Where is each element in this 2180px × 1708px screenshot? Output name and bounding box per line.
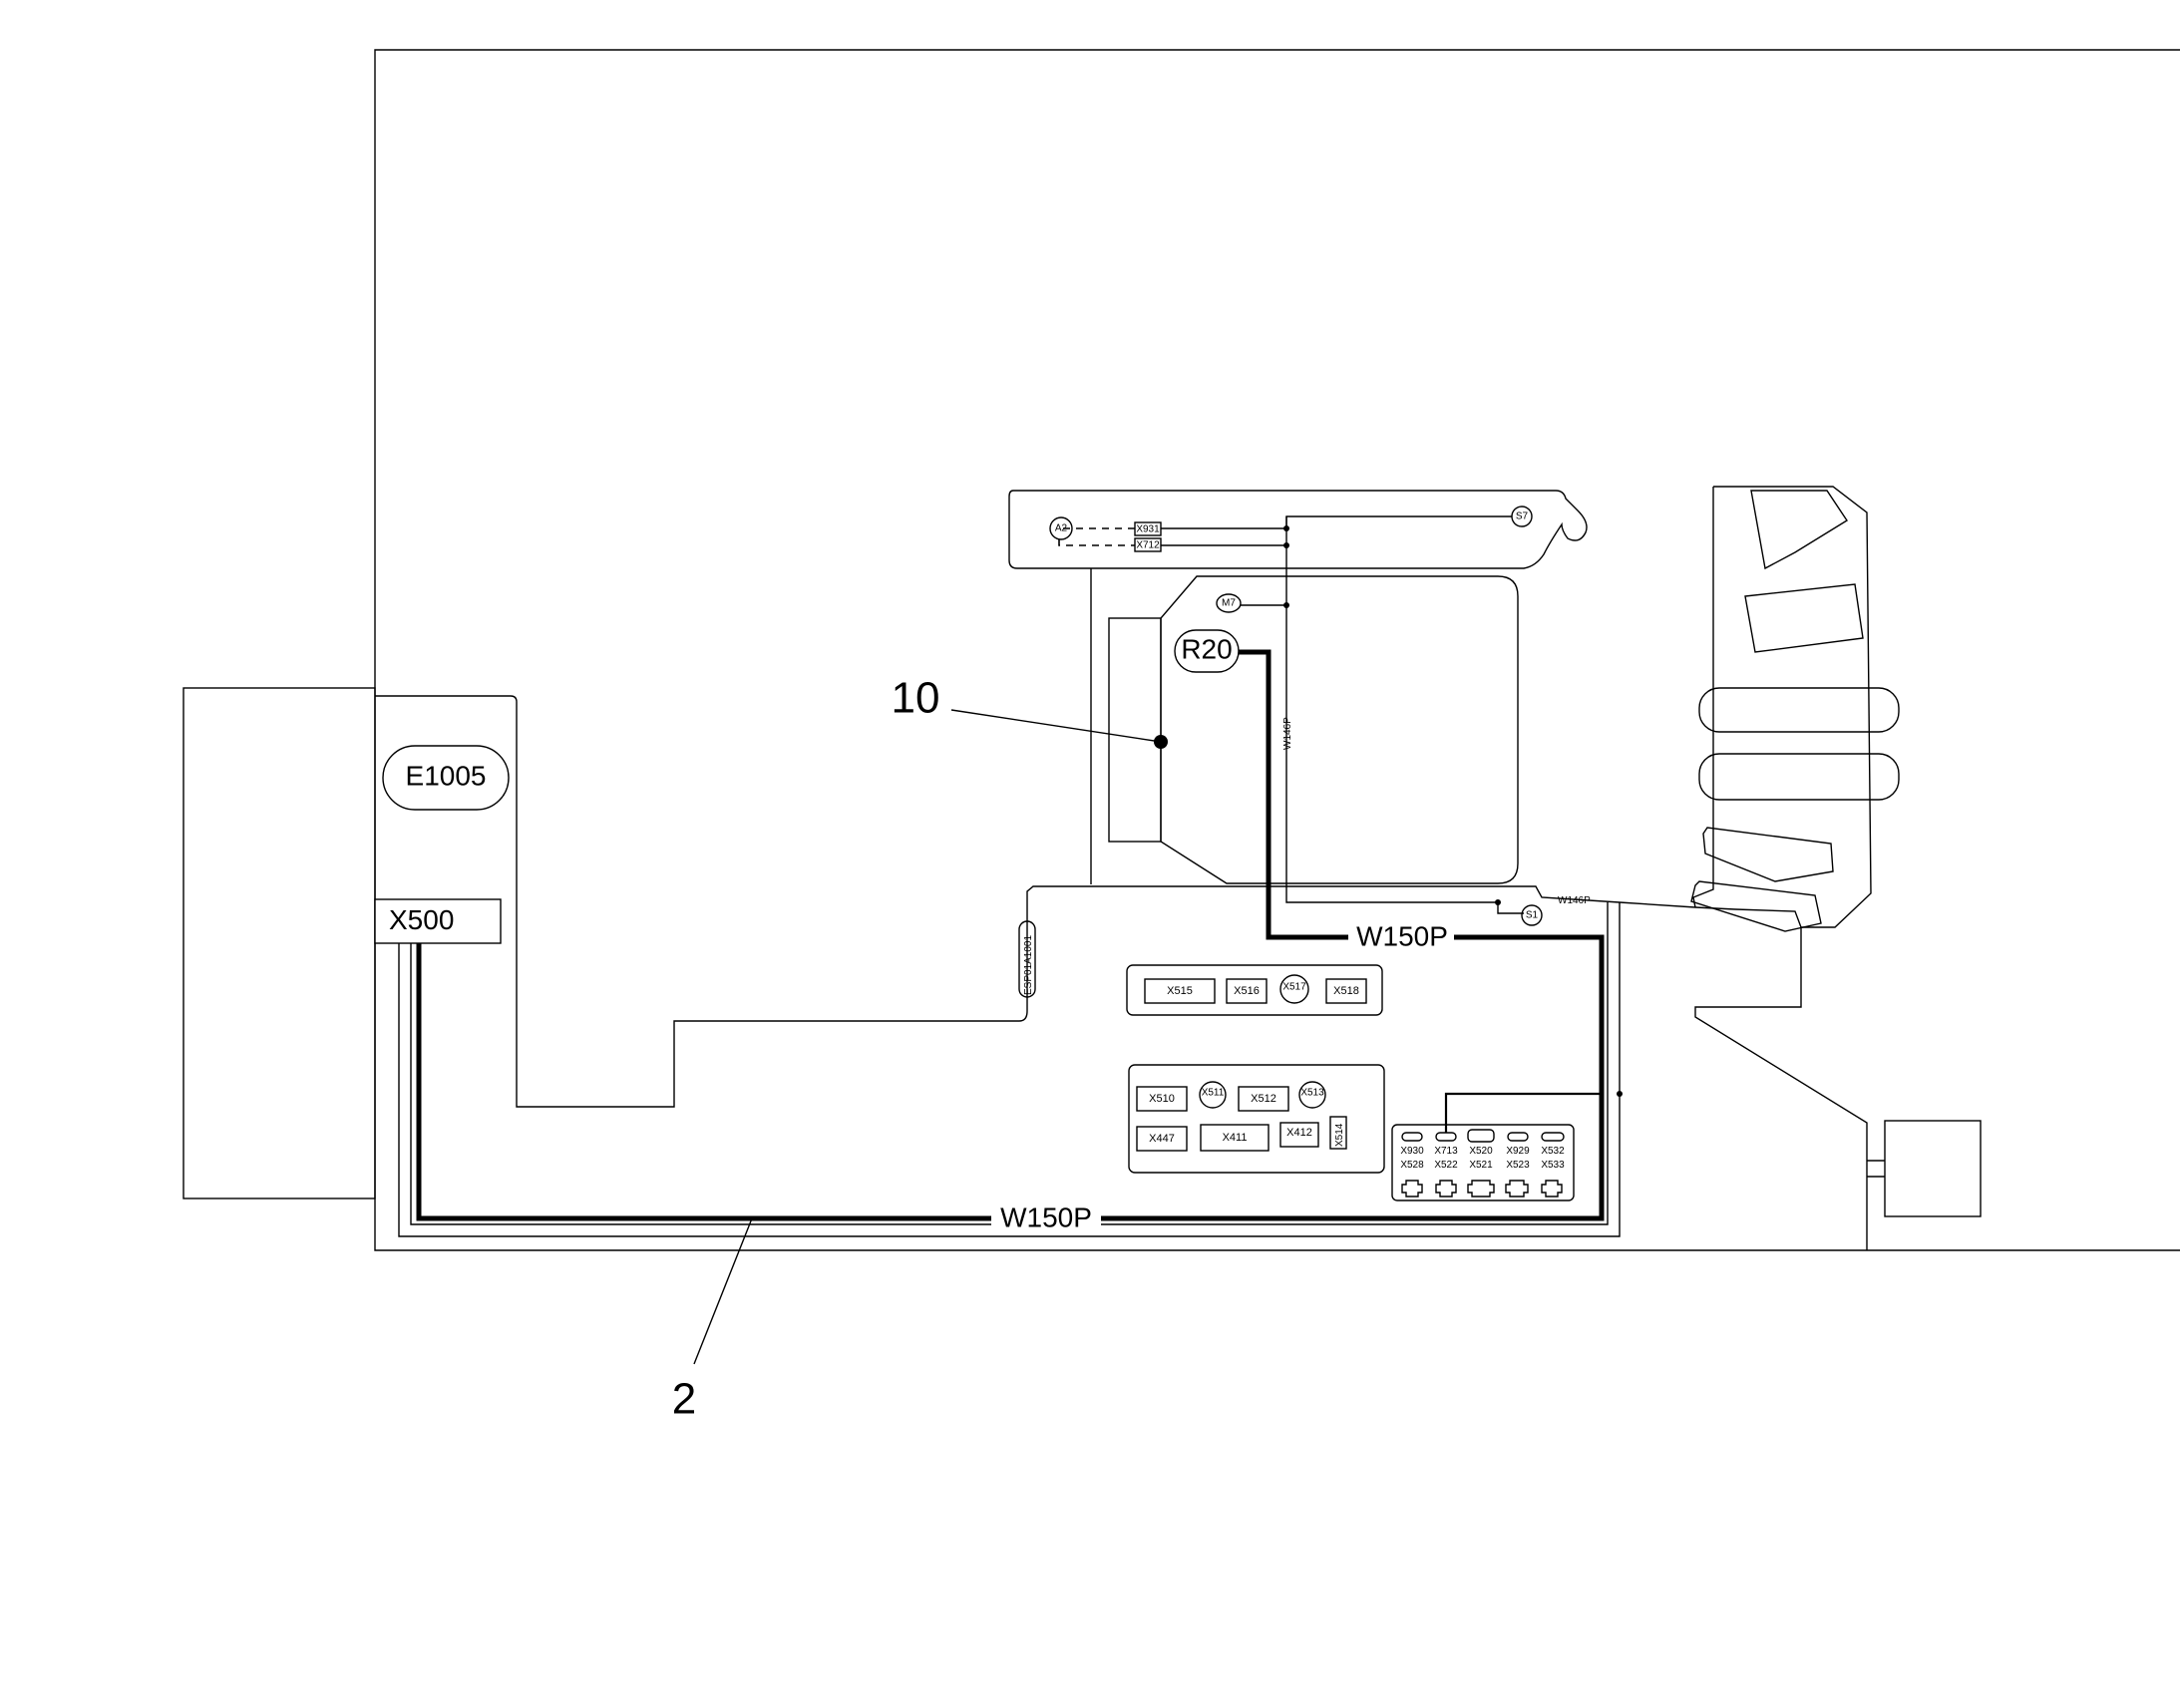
esp-tag: ESP01A1001 xyxy=(1018,920,1036,998)
r20-label: R20 xyxy=(1181,633,1232,664)
w150p-label-upper: W150P xyxy=(1350,920,1454,953)
panel-top-x516: X516 xyxy=(1234,985,1260,997)
panel-right-x522: X522 xyxy=(1434,1160,1458,1171)
panel-right-x533: X533 xyxy=(1541,1160,1565,1171)
panel-top-x517: X517 xyxy=(1282,982,1306,993)
panel-mid-x447: X447 xyxy=(1149,1133,1175,1145)
s7-label: S7 xyxy=(1516,512,1529,522)
w146p-vertical-label: W146P xyxy=(1282,717,1293,750)
callout-10: 10 xyxy=(892,674,1162,743)
x500-label: X500 xyxy=(389,904,454,935)
s1-label: S1 xyxy=(1526,910,1539,921)
x500-connector: X500 xyxy=(374,898,502,944)
x712-label: X712 xyxy=(1136,540,1160,551)
right-mechanism xyxy=(1241,486,1982,1250)
connector-panel-top: X515 X516 X517 X518 xyxy=(1126,964,1383,1016)
top-bracket: A2 X931 X712 S7 xyxy=(1008,490,1588,569)
panel-right-x713: X713 xyxy=(1434,1146,1458,1157)
w150p-harness xyxy=(416,649,1623,1221)
callout-2: 2 xyxy=(672,1217,753,1424)
motor-housing: M7 R20 xyxy=(1090,568,1519,884)
e1005-housing xyxy=(375,695,1241,1108)
panel-right-x521: X521 xyxy=(1469,1160,1493,1171)
callout-10-label: 10 xyxy=(892,674,940,723)
connector-panel-mid: X510 X511 X512 X513 X447 X411 X412 X514 xyxy=(1128,1064,1385,1174)
panel-top-x518: X518 xyxy=(1333,985,1359,997)
panel-mid-x513: X513 xyxy=(1300,1088,1324,1099)
panel-right-x523: X523 xyxy=(1506,1160,1530,1171)
panel-mid-x512: X512 xyxy=(1251,1093,1276,1105)
panel-mid-x412: X412 xyxy=(1286,1127,1312,1139)
panel-right-x930: X930 xyxy=(1400,1146,1424,1157)
a2-label: A2 xyxy=(1055,523,1068,534)
panel-mid-x411: X411 xyxy=(1223,1132,1248,1144)
w146p-small-label: W146P xyxy=(1558,895,1591,906)
connector-panel-right: X930 X713 X520 X929 X532 X528 X522 X521 … xyxy=(1391,1124,1575,1201)
e1005-label: E1005 xyxy=(406,760,487,791)
panel-right-x532: X532 xyxy=(1541,1146,1565,1157)
panel-right-x528: X528 xyxy=(1400,1160,1424,1171)
x931-label: X931 xyxy=(1136,524,1160,535)
w150p-lower-text: W150P xyxy=(1000,1201,1092,1232)
m7-label: M7 xyxy=(1222,598,1236,609)
outer-enclosure xyxy=(374,49,2180,1251)
panel-mid-x510: X510 xyxy=(1149,1093,1175,1105)
panel-right-x520: X520 xyxy=(1469,1146,1493,1157)
w150p-label-lower: W150P xyxy=(991,1201,1101,1234)
panel-top-x515: X515 xyxy=(1167,985,1193,997)
e1005-label-group: E1005 xyxy=(382,745,510,811)
esp-tag-label: ESP01A1001 xyxy=(1023,935,1034,995)
callout-2-label: 2 xyxy=(672,1375,696,1424)
left-external-block xyxy=(182,687,376,1199)
panel-right-x929: X929 xyxy=(1506,1146,1530,1157)
panel-mid-x511: X511 xyxy=(1202,1088,1225,1099)
panel-mid-x514: X514 xyxy=(1334,1123,1345,1147)
w146p-trunk: W146P S1 W146P xyxy=(1282,516,1591,926)
w150p-upper-text: W150P xyxy=(1356,920,1448,951)
